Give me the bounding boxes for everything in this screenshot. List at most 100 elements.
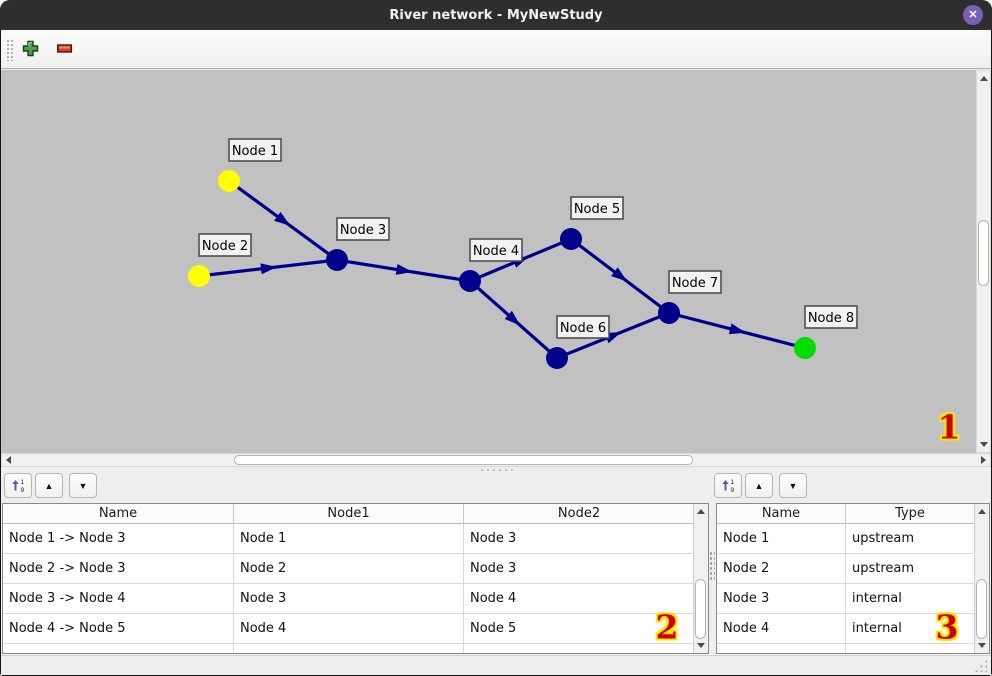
node-row[interactable]: Node 3 internal [717,584,989,614]
scroll-up-icon[interactable] [980,76,988,81]
resize-grip-icon[interactable] [974,659,987,672]
flow-direction-arrow-icon [274,211,291,226]
table-cell[interactable]: Node 2 [717,554,846,584]
column-header[interactable]: Node2 [557,506,601,521]
table-cell[interactable]: upstream [852,531,915,546]
horizontal-splitter-handle[interactable] [1,467,991,472]
scroll-down-icon[interactable] [980,442,988,447]
table-cell[interactable] [234,644,464,653]
toolbar-drag-handle[interactable] [6,39,13,61]
scroll-right-icon[interactable] [981,456,986,464]
links-scroll-thumb[interactable] [695,579,706,639]
table-cell[interactable] [3,644,234,653]
close-button[interactable]: ✕ [963,5,983,25]
node-label: Node 5 [574,202,620,217]
table-cell[interactable]: internal [852,591,902,606]
node-label-box[interactable] [228,138,282,162]
node-row[interactable] [717,644,989,653]
table-cell[interactable] [717,644,846,653]
node-label-box[interactable] [804,305,858,329]
table-cell[interactable]: Node 4 [717,614,846,644]
node-label-box[interactable] [556,315,610,339]
river-node[interactable] [560,228,582,250]
nodes-move-up-button[interactable]: ▲ [745,473,773,498]
scroll-up-icon[interactable] [978,509,986,514]
column-header[interactable]: Node1 [234,504,464,524]
table-cell[interactable]: Node 2 [234,554,464,584]
scroll-down-icon[interactable] [978,643,986,648]
table-cell[interactable]: internal [852,621,902,636]
column-header[interactable]: Name [717,504,846,524]
links-sort-button[interactable]: 1 9 [4,473,32,498]
links-move-up-button[interactable]: ▲ [35,473,63,498]
river-node[interactable] [459,270,481,292]
column-header[interactable]: Type [895,506,925,521]
river-node[interactable] [658,302,680,324]
add-node-button[interactable] [17,38,43,62]
table-cell[interactable]: Node 3 [234,584,464,614]
canvas-vscroll-thumb[interactable] [978,220,989,286]
node-label-box[interactable] [336,217,390,241]
node-label-box[interactable] [570,196,624,220]
table-cell[interactable]: Node 3 [470,531,517,546]
svg-text:1: 1 [731,478,735,485]
river-node[interactable] [188,265,210,287]
canvas-horizontal-scrollbar[interactable] [1,453,991,467]
links-move-down-button[interactable]: ▼ [69,473,97,498]
river-node[interactable] [326,249,348,271]
nodes-sort-button[interactable]: 1 9 [714,473,742,498]
scroll-left-icon[interactable] [6,456,11,464]
table-cell[interactable]: Node 3 [717,584,846,614]
link-row[interactable] [3,644,708,653]
nodes-move-down-button[interactable]: ▼ [779,473,807,498]
flow-direction-arrow-icon [260,263,277,275]
node-label: Node 4 [473,244,519,259]
river-node[interactable] [794,337,816,359]
nodes-table-scrollbar[interactable] [974,504,989,653]
vertical-splitter-handle[interactable] [709,551,715,581]
table-cell[interactable]: Node 4 [234,614,464,644]
table-cell[interactable]: Node 1 [717,524,846,554]
minus-icon [55,39,74,61]
table-cell[interactable]: Node 2 -> Node 3 [3,554,234,584]
node-label: Node 6 [560,321,606,336]
node-label-box[interactable] [469,238,523,262]
column-header[interactable]: Name [3,504,234,524]
table-cell[interactable]: Node 3 [470,561,517,576]
node-label-box[interactable] [668,270,722,294]
remove-node-button[interactable] [51,38,77,62]
river-node[interactable] [546,347,568,369]
svg-text:9: 9 [731,487,735,493]
table-cell[interactable]: Node 1 -> Node 3 [3,524,234,554]
node-row[interactable]: Node 1 upstream [717,524,989,554]
table-cell[interactable]: Node 4 [470,591,517,606]
table-cell[interactable]: Node 4 -> Node 5 [3,614,234,644]
links-table-scrollbar[interactable] [693,504,708,653]
table-cell[interactable]: Node 5 [470,621,517,636]
node-label-box[interactable] [198,233,252,257]
canvas-hscroll-thumb[interactable] [234,455,693,465]
table-cell[interactable]: Node 3 -> Node 4 [3,584,234,614]
som-mark-1: 1 [937,407,961,447]
scroll-down-icon[interactable] [697,643,705,648]
table-cell[interactable]: upstream [852,561,915,576]
node-label: Node 7 [672,276,718,291]
canvas-vertical-scrollbar[interactable] [976,70,991,453]
node-label: Node 1 [232,144,278,159]
node-row[interactable]: Node 4 internal [717,614,989,644]
titlebar[interactable]: River network - MyNewStudy ✕ [0,0,992,30]
river-node[interactable] [218,170,240,192]
node-row[interactable]: Node 2 upstream [717,554,989,584]
table-cell[interactable]: Node 1 [234,524,464,554]
down-arrow-icon: ▼ [788,480,798,491]
scroll-up-icon[interactable] [697,509,705,514]
nodes-scroll-thumb[interactable] [976,579,987,639]
